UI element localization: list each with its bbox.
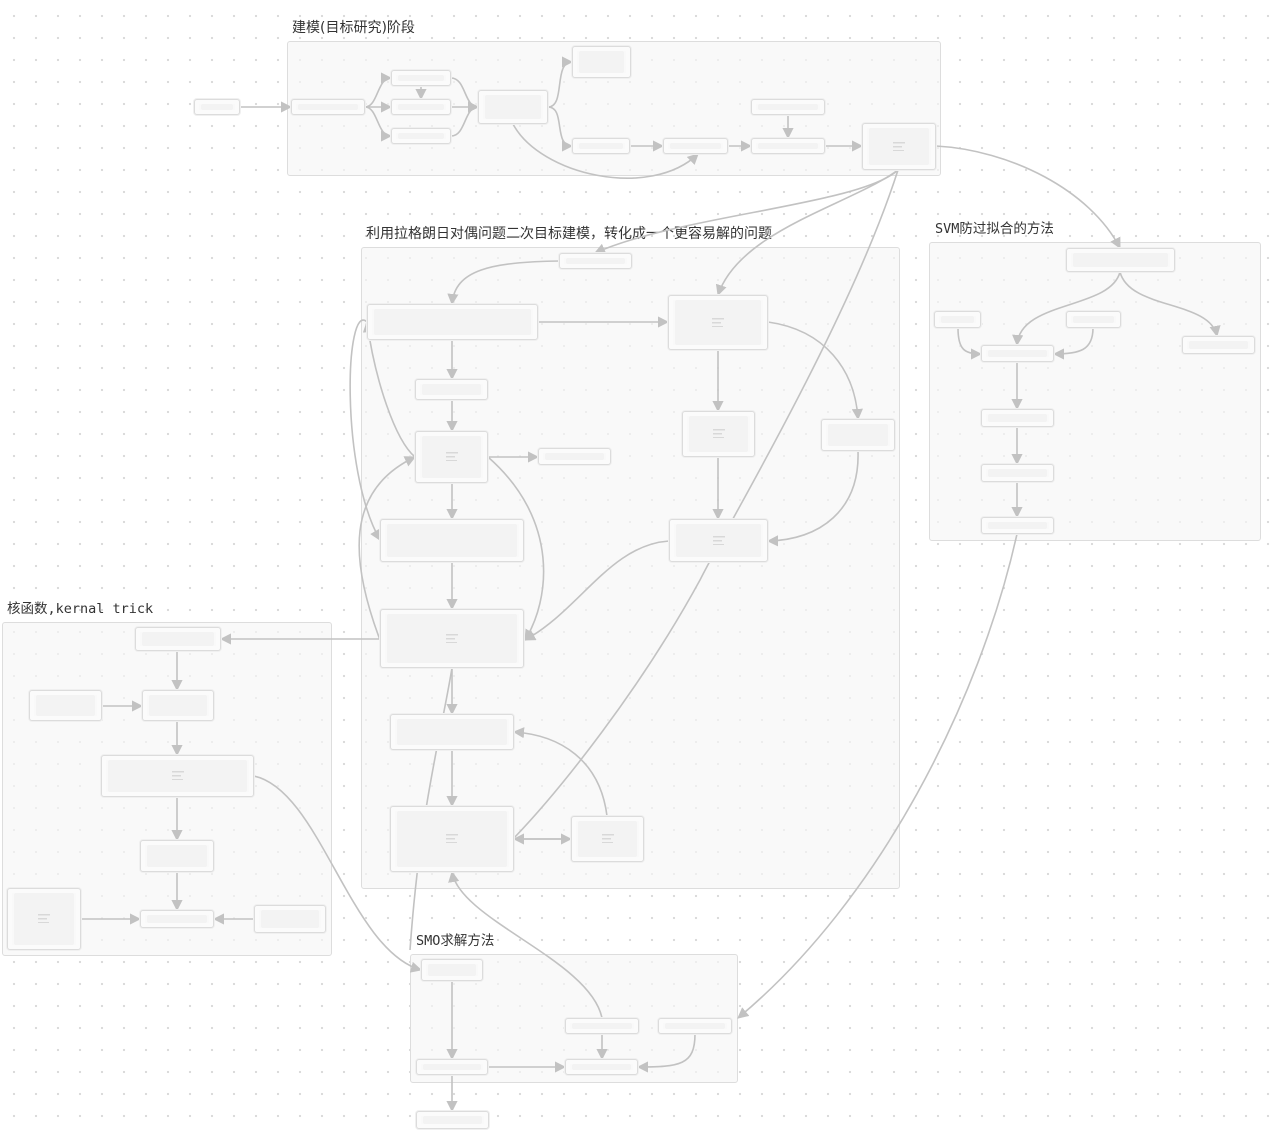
node-root[interactable] bbox=[194, 99, 240, 115]
edge bbox=[513, 169, 899, 839]
node[interactable] bbox=[565, 1018, 639, 1034]
edge bbox=[450, 101, 480, 137]
node[interactable] bbox=[751, 138, 825, 154]
node[interactable] bbox=[135, 627, 221, 651]
node[interactable] bbox=[416, 1059, 488, 1075]
node[interactable] bbox=[981, 345, 1054, 362]
node[interactable] bbox=[663, 138, 728, 154]
text-lines-icon bbox=[893, 141, 905, 151]
node[interactable] bbox=[572, 46, 631, 78]
node[interactable] bbox=[658, 1018, 732, 1034]
node[interactable] bbox=[1066, 311, 1121, 328]
edge bbox=[512, 727, 608, 817]
node[interactable] bbox=[415, 431, 488, 483]
node[interactable] bbox=[140, 910, 214, 928]
text-lines-icon bbox=[712, 535, 725, 545]
node[interactable] bbox=[390, 806, 514, 872]
edge bbox=[1119, 271, 1221, 338]
edge bbox=[935, 145, 1121, 249]
text-lines-icon bbox=[38, 914, 50, 923]
edge bbox=[512, 123, 699, 179]
node[interactable] bbox=[669, 519, 768, 562]
text-lines-icon bbox=[712, 317, 724, 327]
node[interactable] bbox=[140, 840, 214, 872]
node[interactable] bbox=[142, 690, 214, 721]
node[interactable] bbox=[380, 609, 524, 668]
node[interactable] bbox=[668, 295, 768, 350]
edge bbox=[253, 775, 423, 973]
group-lagrange-dual[interactable] bbox=[361, 247, 900, 889]
node[interactable] bbox=[7, 888, 81, 950]
node[interactable] bbox=[415, 379, 488, 400]
node-modeling-summary[interactable] bbox=[862, 123, 936, 170]
node[interactable] bbox=[390, 714, 514, 750]
edge bbox=[358, 456, 417, 641]
node[interactable] bbox=[421, 959, 483, 981]
node[interactable] bbox=[981, 409, 1054, 427]
text-lines-icon bbox=[445, 452, 458, 461]
node[interactable] bbox=[291, 99, 365, 115]
edge bbox=[364, 106, 393, 142]
node[interactable] bbox=[391, 128, 451, 144]
edge bbox=[766, 450, 859, 547]
node[interactable] bbox=[682, 411, 755, 457]
edge bbox=[447, 260, 561, 306]
node[interactable] bbox=[101, 755, 254, 797]
edge bbox=[362, 320, 416, 458]
edge bbox=[715, 169, 899, 297]
node[interactable] bbox=[1182, 336, 1255, 354]
node[interactable] bbox=[751, 99, 825, 115]
node[interactable] bbox=[1066, 248, 1175, 272]
text-lines-icon bbox=[601, 834, 614, 843]
edge bbox=[547, 56, 574, 108]
node[interactable] bbox=[559, 253, 632, 269]
edge bbox=[737, 533, 1018, 1019]
edge bbox=[636, 1033, 696, 1073]
edge bbox=[450, 77, 480, 113]
edge bbox=[593, 169, 899, 255]
node[interactable] bbox=[981, 464, 1054, 482]
node[interactable] bbox=[391, 70, 451, 86]
node[interactable] bbox=[565, 1059, 638, 1075]
edge bbox=[487, 456, 545, 641]
node[interactable] bbox=[254, 905, 326, 933]
edge bbox=[1012, 271, 1121, 347]
node[interactable] bbox=[934, 311, 981, 328]
group-title-smo: SMO求解方法 bbox=[416, 933, 495, 949]
edge bbox=[524, 540, 670, 641]
node[interactable] bbox=[821, 419, 895, 451]
node[interactable] bbox=[391, 99, 451, 115]
text-lines-icon bbox=[446, 633, 458, 643]
node[interactable] bbox=[29, 690, 102, 721]
edge bbox=[448, 870, 603, 1019]
edge bbox=[957, 327, 983, 360]
node[interactable] bbox=[367, 304, 538, 340]
group-title-modeling: 建模(目标研究)阶段 bbox=[292, 20, 415, 36]
edge bbox=[1052, 327, 1094, 360]
text-lines-icon bbox=[171, 771, 184, 780]
node[interactable] bbox=[478, 90, 548, 124]
edge bbox=[409, 667, 453, 951]
text-lines-icon bbox=[712, 429, 725, 438]
node[interactable] bbox=[571, 816, 644, 862]
edge bbox=[547, 106, 574, 152]
node[interactable] bbox=[538, 448, 611, 465]
edge bbox=[364, 72, 393, 108]
node[interactable] bbox=[981, 517, 1054, 534]
group-title-svm-overfit: SVM防过拟合的方法 bbox=[935, 221, 1054, 237]
group-svm-overfit[interactable] bbox=[929, 242, 1261, 541]
text-lines-icon bbox=[446, 834, 458, 843]
edge bbox=[767, 321, 863, 421]
node[interactable] bbox=[380, 519, 524, 562]
node[interactable] bbox=[416, 1111, 489, 1129]
group-title-kernel: 核函数,kernal trick bbox=[7, 601, 154, 617]
edge bbox=[349, 319, 381, 541]
node[interactable] bbox=[572, 138, 630, 154]
